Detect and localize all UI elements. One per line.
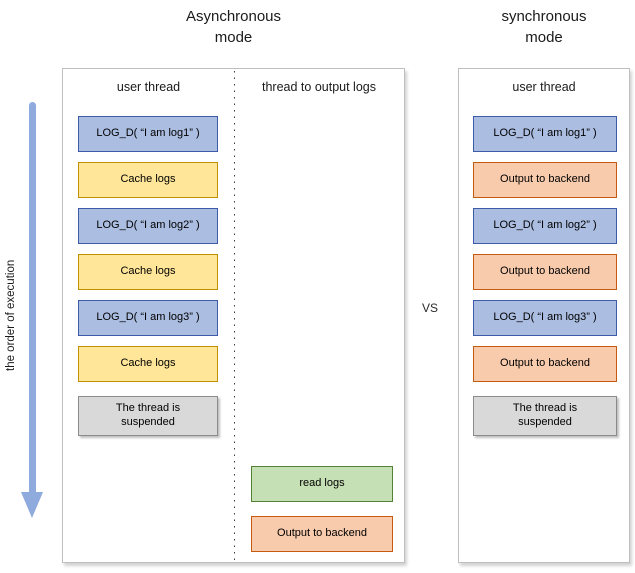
sync-output-backend-box-3: Output to backend bbox=[473, 346, 617, 382]
async-log-call-box-2: LOG_D( “I am log2” ) bbox=[78, 208, 218, 244]
sync-mode-title-line2: mode bbox=[525, 29, 563, 46]
async-output-backend-box: Output to backend bbox=[251, 516, 393, 552]
sync-mode-title-line1: synchronous bbox=[501, 8, 587, 25]
async-mode-title: Asynchronous mode bbox=[62, 6, 405, 48]
async-mode-title-line2: mode bbox=[214, 29, 253, 46]
async-read-logs-box: read logs bbox=[251, 466, 393, 502]
sync-output-backend-box-1: Output to backend bbox=[473, 162, 617, 198]
async-user-thread-header: user thread bbox=[116, 80, 181, 94]
async-log-call-box-3: LOG_D( “I am log3” ) bbox=[78, 300, 218, 336]
sync-log-call-box-3: LOG_D( “I am log3” ) bbox=[473, 300, 617, 336]
sync-log-call-box-1: LOG_D( “I am log1” ) bbox=[473, 116, 617, 152]
execution-order-arrow-down-icon bbox=[21, 492, 43, 518]
vs-label: VS bbox=[421, 301, 438, 315]
async-log-call-box-1: LOG_D( “I am log1” ) bbox=[78, 116, 218, 152]
sync-mode-panel: user thread LOG_D( “I am log1” ) Output … bbox=[458, 68, 630, 563]
async-thread-suspended-box: The thread is suspended bbox=[78, 396, 218, 436]
sync-output-backend-box-2: Output to backend bbox=[473, 254, 617, 290]
async-mode-title-line1: Asynchronous bbox=[185, 8, 282, 25]
async-output-thread-header: thread to output logs bbox=[262, 80, 376, 94]
async-cache-logs-box-1: Cache logs bbox=[78, 162, 218, 198]
thread-divider-dotted-line bbox=[234, 71, 235, 560]
execution-order-arrow-line bbox=[29, 102, 36, 494]
sync-mode-title: synchronous mode bbox=[458, 6, 630, 48]
execution-order-axis-label: the order of execution bbox=[5, 259, 17, 372]
async-cache-logs-box-2: Cache logs bbox=[78, 254, 218, 290]
async-mode-panel: user thread thread to output logs LOG_D(… bbox=[62, 68, 405, 563]
sync-log-call-box-2: LOG_D( “I am log2” ) bbox=[473, 208, 617, 244]
async-cache-logs-box-3: Cache logs bbox=[78, 346, 218, 382]
sync-user-thread-header: user thread bbox=[512, 80, 576, 94]
sync-thread-suspended-box: The thread is suspended bbox=[473, 396, 617, 436]
